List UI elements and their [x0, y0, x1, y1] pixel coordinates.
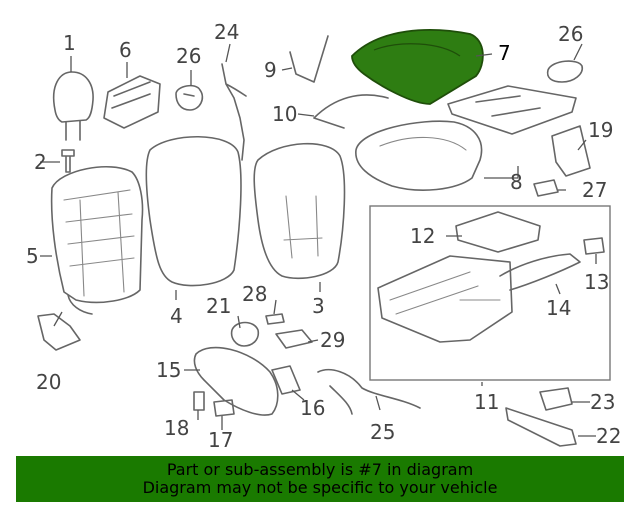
seatback-frame — [50, 165, 144, 315]
callout-25: 25 — [370, 420, 396, 444]
callout-22: 22 — [596, 424, 622, 448]
callout-11: 11 — [474, 390, 500, 414]
callout-7: 7 — [498, 41, 511, 65]
callout-6: 6 — [119, 38, 132, 62]
seat-rod-10 — [313, 94, 389, 129]
cushion-motor — [546, 60, 584, 83]
headrest — [53, 71, 94, 141]
guide-pin — [61, 149, 75, 173]
harness-25 — [317, 368, 421, 415]
clip-27 — [533, 179, 559, 197]
callout-5: 5 — [26, 244, 39, 268]
callout-21: 21 — [206, 294, 232, 318]
callout-23: 23 — [590, 390, 616, 414]
seat-wire-9 — [289, 35, 329, 83]
banner-line-1: Part or sub-assembly is #7 in diagram — [166, 460, 474, 479]
callout-20: 20 — [36, 370, 62, 394]
cushion-cover — [355, 120, 483, 191]
cushion-mat — [447, 85, 577, 135]
callout-16: 16 — [300, 396, 326, 420]
seat-frame-box — [369, 205, 611, 381]
callout-8: 8 — [510, 170, 523, 194]
harness — [221, 63, 247, 161]
seatback-pad — [145, 135, 242, 287]
callout-15: 15 — [156, 358, 182, 382]
side-shield — [193, 346, 279, 416]
callout-24: 24 — [214, 20, 240, 44]
callout-19: 19 — [588, 118, 614, 142]
lumbar-motor — [175, 84, 204, 111]
bracket-20 — [37, 313, 81, 351]
cover-23 — [539, 387, 573, 411]
rail-cover-22 — [505, 407, 577, 447]
callout-29: 29 — [320, 328, 346, 352]
info-banner: Part or sub-assembly is #7 in diagram Di… — [16, 456, 624, 502]
callout-26-right: 26 — [558, 22, 584, 46]
module-16 — [271, 365, 301, 395]
side-trim-19 — [551, 125, 591, 177]
callout-1: 1 — [63, 31, 76, 55]
callout-28: 28 — [242, 282, 268, 306]
cushion-pad-highlighted — [351, 29, 484, 105]
callout-17: 17 — [208, 428, 234, 452]
motor-21 — [230, 321, 260, 347]
seatback-cover — [253, 142, 346, 280]
callout-27: 27 — [582, 178, 608, 202]
callout-9: 9 — [264, 58, 277, 82]
seat-frame — [377, 211, 605, 343]
callout-3: 3 — [312, 294, 325, 318]
callout-18: 18 — [164, 416, 190, 440]
parts-diagram: 1 2 3 4 5 6 7 8 9 10 11 12 13 14 15 16 1… — [26, 20, 622, 452]
callout-2: 2 — [34, 150, 47, 174]
callout-12: 12 — [410, 224, 436, 248]
callout-10: 10 — [272, 102, 298, 126]
back-bracket — [103, 75, 161, 129]
knob-18 — [193, 391, 205, 411]
callout-4: 4 — [170, 304, 183, 328]
callout-13: 13 — [584, 270, 610, 294]
leader-lines — [40, 43, 597, 437]
banner-line-2: Diagram may not be specific to your vehi… — [142, 478, 498, 497]
bracket-29 — [275, 329, 313, 349]
diagram-artwork — [37, 29, 611, 447]
switch-17 — [213, 399, 235, 417]
clip-28 — [265, 313, 285, 325]
callout-14: 14 — [546, 296, 572, 320]
callout-26-left: 26 — [176, 44, 202, 68]
